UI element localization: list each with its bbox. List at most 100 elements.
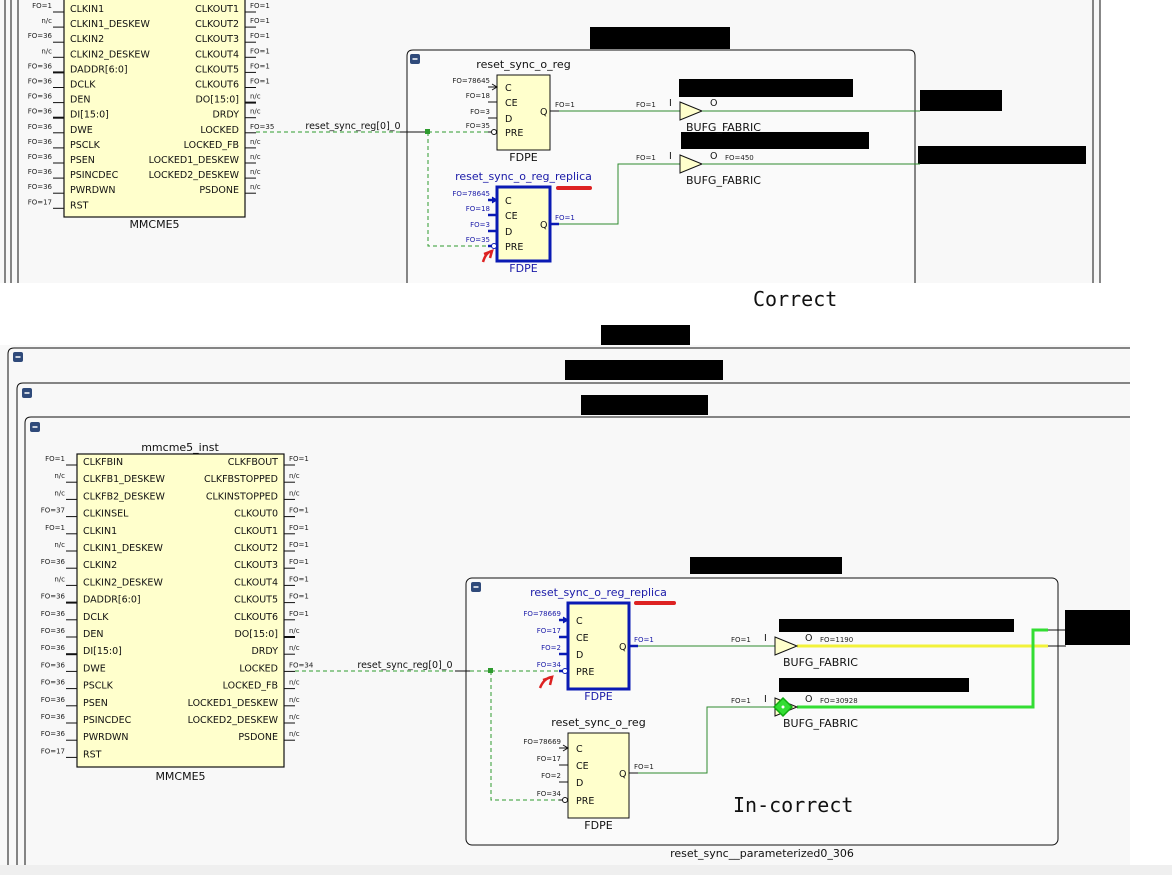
pin-label: CE: [505, 98, 518, 109]
q-pin-label: Q: [619, 642, 626, 653]
mmcme5-block[interactable]: CLKIN1FO=1CLKIN1_DESKEWn/cCLKIN2FO=36CLK…: [28, 0, 275, 231]
pin-do-15-0-[interactable]: DO[15:0]n/c: [195, 93, 260, 106]
mmcme5-block[interactable]: CLKFBINFO=1CLKFB1_DESKEWn/cCLKFB2_DESKEW…: [41, 453, 314, 783]
pin-label: DO[15:0]: [195, 95, 239, 106]
pin-label: PSCLK: [83, 681, 114, 692]
pin-do-15-0-[interactable]: DO[15:0]n/c: [234, 627, 299, 640]
redaction-box: [679, 79, 853, 97]
fanout-label: n/c: [250, 168, 261, 176]
fanout-label: FO=1: [250, 32, 270, 40]
pin-label: CLKOUT6: [234, 612, 278, 623]
fdpe-body: [566, 601, 631, 691]
pin-daddr-6-0-[interactable]: DADDR[6:0]FO=36: [28, 62, 128, 75]
pin-label: DWE: [83, 663, 106, 674]
redaction-box: [581, 395, 708, 415]
reset-sync-o-reg-replica-cell[interactable]: reset_sync_o_reg_replicaCFO=78669CEFO=17…: [523, 586, 667, 703]
pin-label: LOCKED: [200, 125, 239, 136]
pin-daddr-6-0-[interactable]: DADDR[6:0]FO=36: [41, 593, 141, 606]
collapse-icon[interactable]: [30, 422, 40, 432]
collapse-icon[interactable]: [13, 352, 23, 362]
collapse-icon[interactable]: [471, 582, 481, 592]
pin-label: CLKIN2_DESKEW: [70, 49, 150, 60]
pin-di-15-0-[interactable]: DI[15:0]FO=36: [28, 108, 109, 121]
pin-label: CLKOUT5: [195, 64, 239, 75]
reset-sync-o-reg-cell[interactable]: reset_sync_o_regCFO=78645CEFO=18DFO=3PRE…: [452, 58, 575, 164]
fanout-label: FO=1: [289, 558, 309, 566]
pin-di-15-0-[interactable]: DI[15:0]FO=36: [41, 644, 122, 657]
pin-label: LOCKED: [239, 663, 278, 674]
collapse-icon[interactable]: [410, 54, 420, 64]
pin-label: PSINCDEC: [70, 170, 119, 181]
cell-type-label: FDPE: [509, 151, 537, 164]
reset-sync-o-reg-cell[interactable]: reset_sync_o_regCFO=78669CEFO=17DFO=2PRE…: [523, 716, 654, 832]
pin-label: CLKIN1: [83, 526, 117, 537]
pin-label: PRE: [505, 242, 523, 253]
collapse-icon[interactable]: [22, 388, 32, 398]
pin-label: DCLK: [70, 80, 96, 91]
pin-label: DADDR[6:0]: [70, 64, 128, 75]
reset-sync-o-reg-replica-cell[interactable]: reset_sync_o_reg_replicaCFO=78645CEFO=18…: [452, 170, 592, 275]
